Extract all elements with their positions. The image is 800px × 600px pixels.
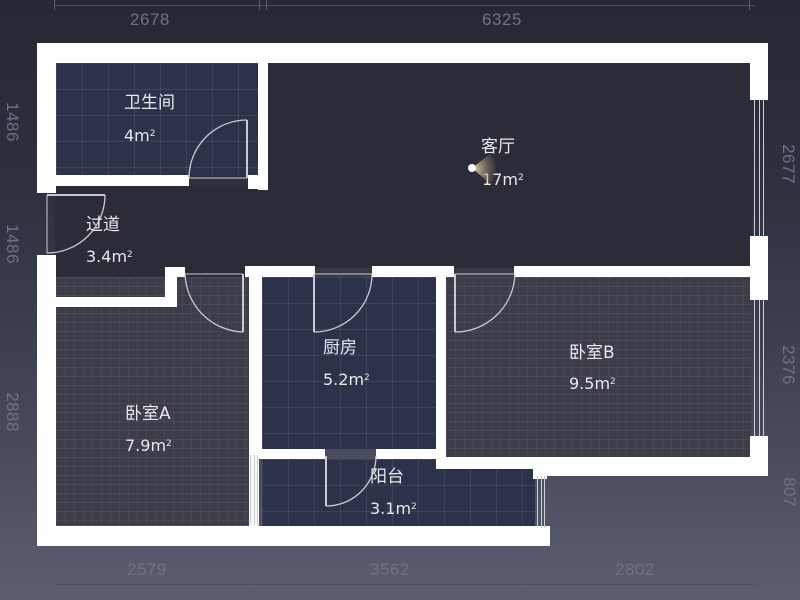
kitchen-floor[interactable] [262, 277, 436, 449]
kitchen-door[interactable] [312, 272, 374, 334]
dim-bottom-bedroom-b: 2802 [615, 560, 655, 579]
dim-bottom-bedroom-a: 2579 [127, 560, 167, 579]
living-room-name: 客厅 [481, 137, 515, 157]
dim-bottom-kitchen: 3562 [370, 560, 410, 579]
bedroom-a-area: 7.9m2 [125, 436, 172, 455]
hallway-upper-floor [160, 185, 260, 270]
bedroom-b-area: 9.5m2 [569, 374, 616, 393]
kitchen-name: 厨房 [323, 338, 357, 358]
dim-left-bedroom-a: 2888 [2, 392, 22, 432]
dim-top-bathroom: 2678 [130, 10, 170, 29]
balcony-floor[interactable] [262, 459, 535, 526]
hallway-entry-door[interactable] [45, 193, 107, 257]
dim-left-bathroom: 1486 [2, 102, 22, 142]
bedroom-b-door[interactable] [453, 272, 517, 334]
dim-right-balcony: 807 [779, 477, 799, 507]
bedroom-a-door-frame [250, 455, 258, 525]
bedroom-b-name: 卧室B [569, 343, 615, 363]
balcony-area: 3.1m2 [370, 499, 417, 518]
dim-right-living: 2677 [778, 144, 798, 184]
bedroom-a-door[interactable] [183, 272, 247, 336]
bedroom-a-name: 卧室A [125, 404, 171, 424]
bathroom-name: 卫生间 [124, 93, 175, 113]
dim-left-hallway: 1486 [2, 224, 22, 264]
balcony-door[interactable] [324, 454, 378, 510]
bathroom-door[interactable] [188, 118, 249, 180]
dim-right-bedroom-b: 2376 [778, 345, 798, 385]
camera-viewpoint-icon[interactable] [466, 150, 506, 190]
balcony-name: 阳台 [370, 467, 404, 487]
hallway-area: 3.4m2 [86, 247, 133, 266]
bedroom-b-window [754, 300, 764, 436]
dim-top-living: 6325 [482, 10, 522, 29]
kitchen-area: 5.2m2 [323, 370, 370, 389]
bathroom-area: 4m2 [124, 126, 156, 145]
bedroom-b-floor[interactable] [446, 277, 751, 457]
hallway-name: 过道 [86, 215, 120, 235]
balcony-window [537, 476, 545, 528]
living-room-floor [256, 63, 752, 268]
living-room-window [754, 100, 764, 236]
bedroom-a-floor[interactable] [56, 277, 249, 525]
bathroom-floor[interactable] [56, 63, 258, 175]
